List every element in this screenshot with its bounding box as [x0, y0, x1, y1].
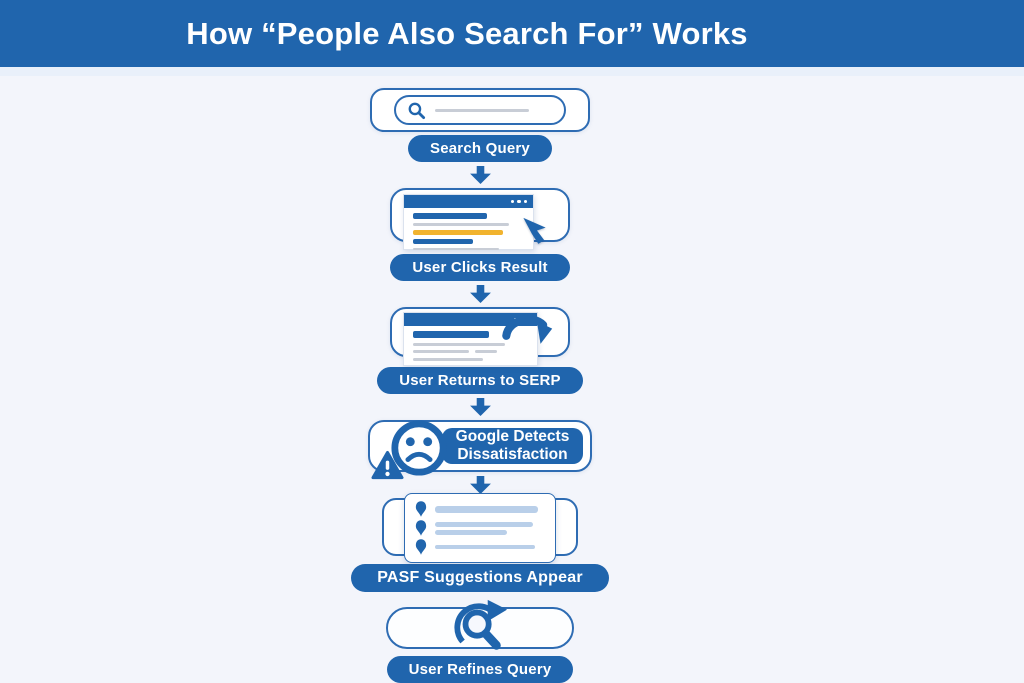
flowchart: Search Query: [0, 88, 960, 683]
flow-arrow-down-icon: [469, 166, 491, 184]
result-line: [412, 357, 483, 361]
step-label-dissatisfaction: Google Detects Dissatisfaction: [442, 428, 583, 464]
titlebar-dot: [523, 199, 527, 204]
suggestion-bullet-icon: [415, 520, 427, 536]
result-line-segment: [412, 350, 469, 353]
result-line: [413, 223, 509, 226]
header: How “People Also Search For” Works: [0, 0, 1024, 67]
result-line: [412, 342, 505, 346]
step-pasf-suggestions: PASF Suggestions Appear: [351, 493, 609, 592]
refine-search-bar: [386, 599, 574, 650]
dissatisfaction-illustration: Google Detects Dissatisfaction: [368, 420, 592, 480]
user-clicks-illustration: [390, 188, 570, 250]
suggestion-bullet-icon: [415, 539, 427, 555]
suggestions-card: [403, 493, 556, 563]
dissatisfaction-label-line1: Google Detects: [455, 427, 570, 445]
step-label-user-clicks-result: User Clicks Result: [390, 254, 570, 281]
titlebar-dot: [510, 199, 514, 204]
flow-arrow-down-icon: [469, 476, 491, 494]
step-google-detects-dissatisfaction: Google Detects Dissatisfaction: [368, 420, 592, 480]
suggestion-line: [434, 505, 538, 513]
browser-window: [403, 194, 534, 250]
titlebar-dot: [517, 199, 521, 204]
result-line: [413, 238, 473, 244]
serp-results: [404, 208, 533, 255]
header-divider: [0, 67, 1024, 76]
browser-window: [402, 312, 538, 366]
step-label-user-refines-query: User Refines Query: [386, 656, 574, 683]
suggestion-line: [434, 521, 533, 527]
step-label-pasf-suggestions: PASF Suggestions Appear: [351, 564, 609, 592]
query-placeholder-line: [435, 108, 529, 112]
search-bar: [394, 95, 566, 125]
suggestion-item: [415, 501, 545, 517]
step-label-search-query: Search Query: [408, 135, 552, 162]
sad-face-icon: [391, 420, 447, 476]
step-label-user-returns-serp: User Returns to SERP: [377, 367, 583, 394]
step-user-refines-query: User Refines Query: [386, 599, 574, 683]
suggestion-text-lines: [434, 521, 545, 535]
result-line: [413, 247, 499, 250]
result-line: [412, 350, 528, 353]
result-line: [413, 213, 487, 219]
result-line: [412, 331, 489, 338]
suggestion-bullet-icon: [415, 501, 427, 517]
pasf-illustration: [381, 493, 578, 563]
step-user-returns-serp: User Returns to SERP: [377, 307, 583, 394]
highlighted-result-line: [413, 229, 503, 235]
flow-arrow-down-icon: [469, 285, 491, 303]
user-returns-illustration: [389, 307, 570, 366]
search-icon: [408, 102, 426, 119]
browser-titlebar: [404, 195, 533, 208]
suggestion-item: [415, 520, 545, 536]
suggestion-line: [434, 529, 507, 535]
dissatisfaction-label-line2: Dissatisfaction: [457, 446, 568, 463]
suggestion-line: [434, 545, 535, 549]
result-line-segment: [474, 350, 497, 353]
page-title: How “People Also Search For” Works: [186, 16, 748, 51]
search-query-illustration: [370, 88, 590, 132]
suggestion-item: [415, 539, 545, 555]
flow-arrow-down-icon: [469, 398, 491, 416]
search-refresh-icon: [454, 599, 508, 650]
warning-triangle-icon: [371, 450, 404, 480]
step-user-clicks-result: User Clicks Result: [390, 188, 570, 281]
suggestion-text-lines: [434, 505, 545, 513]
cursor-icon: [523, 217, 546, 244]
serp-results: [404, 326, 537, 366]
return-arrow-icon: [502, 315, 553, 344]
step-search-query: Search Query: [370, 88, 590, 162]
suggestion-text-lines: [434, 545, 545, 549]
